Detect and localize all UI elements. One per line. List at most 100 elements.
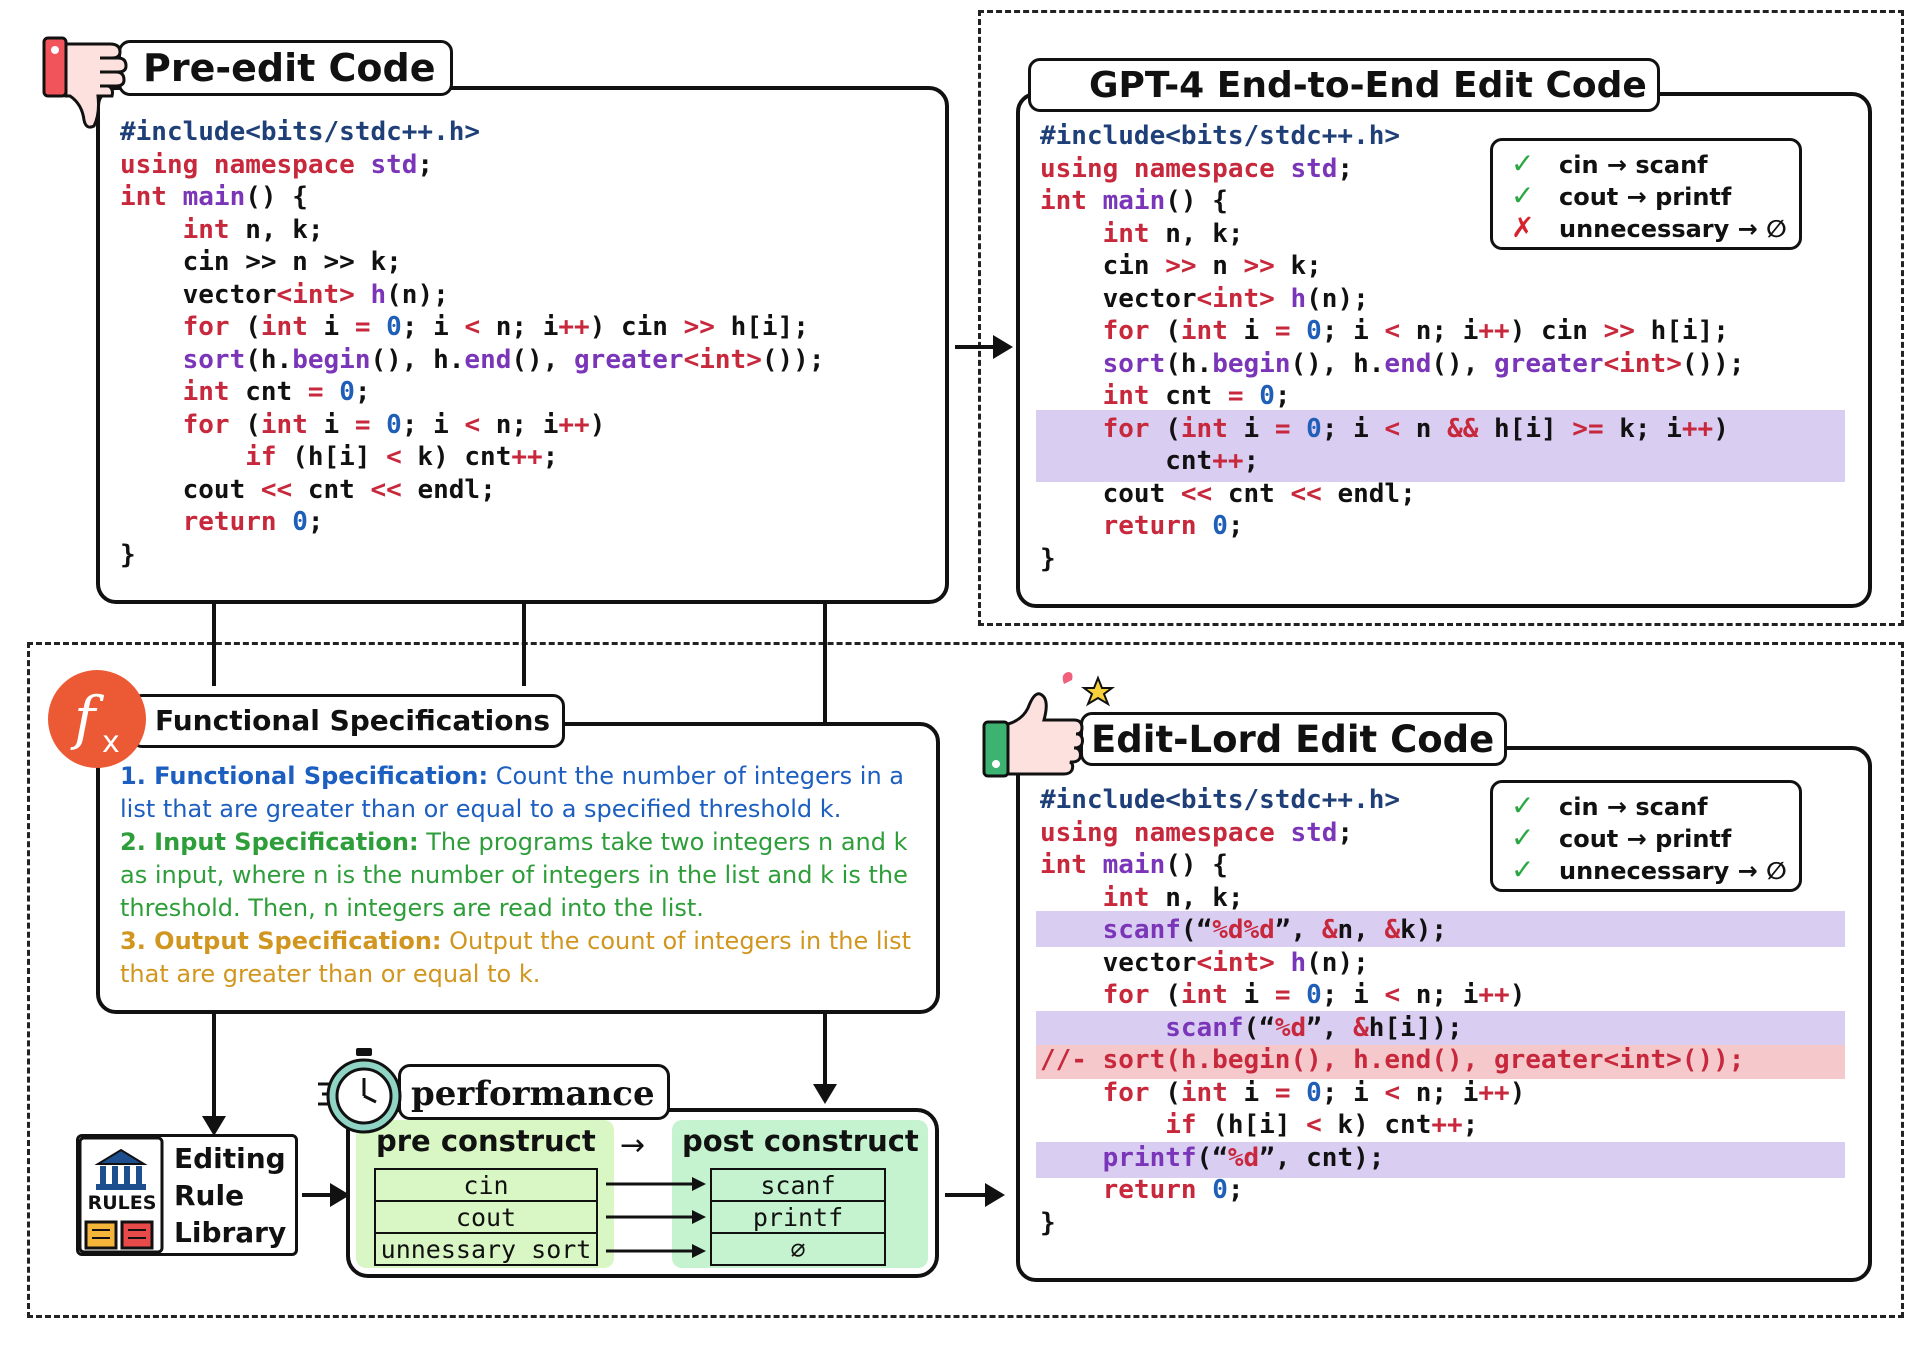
code-line: } xyxy=(120,539,136,570)
code-line: int n, k; xyxy=(1102,882,1244,913)
rule-library-line2: Rule xyxy=(174,1179,245,1212)
editlord-region xyxy=(27,642,1904,1318)
function-icon: f x xyxy=(48,670,146,768)
output-spec-label: 3. Output Specification: xyxy=(120,927,442,955)
code-line: cout << cnt << endl; xyxy=(1040,478,1416,509)
specs-text: 1. Functional Specification: Count the n… xyxy=(120,760,920,991)
editlord-code: #include<bits/stdc++.h>using namespace s… xyxy=(1040,784,1744,1239)
arrow-post-construct xyxy=(813,1084,837,1104)
editlord-highlight-sort-removed xyxy=(1036,1045,1845,1079)
code-line: vector<int> h(n); xyxy=(1040,947,1369,978)
rule-library-title: Editing Rule Library xyxy=(174,1140,286,1251)
code-line: for (int i = 0; i < n && h[i] >= k; i++) xyxy=(1102,413,1729,444)
rule-library-line1: Editing xyxy=(174,1142,286,1175)
arrow-gpt4 xyxy=(993,335,1013,359)
code-line: using namespace std; xyxy=(1040,153,1354,184)
pre-construct-table: cin cout unnessary sort xyxy=(374,1168,598,1266)
editlord-checklist: ✓ cin → scanf ✓ cout → printf ✓ unnecessary →… xyxy=(1490,780,1802,892)
checklist-text: cin → scanf xyxy=(1559,793,1708,821)
post-construct-title: post construct xyxy=(682,1124,919,1158)
pre-construct-cell: unnessary sort xyxy=(374,1232,598,1266)
gpt4-checklist: ✓ cin → scanf✓cout → printf✗unnecessary →… xyxy=(1490,138,1802,250)
check-icon: ✓ xyxy=(1511,853,1535,886)
gpt4-code: #include<bits/stdc++.h>using namespace s… xyxy=(1040,120,1745,575)
gpt4-highlight-loop xyxy=(1036,410,1845,482)
checklist-item: ✓cout → printf xyxy=(1511,181,1731,212)
code-line: if (h[i] < k) cnt++; xyxy=(1165,1110,1479,1140)
checklist-text: cin → scanf xyxy=(1559,151,1708,179)
performance-title: performance xyxy=(398,1064,670,1120)
pre-construct-title: pre construct xyxy=(376,1124,596,1158)
connector-pre-specs-1 xyxy=(212,604,216,686)
arrow-editlord xyxy=(985,1183,1005,1207)
pre-edit-panel xyxy=(96,86,949,604)
rules-book-icon xyxy=(78,1136,164,1254)
code-line: using namespace std; xyxy=(1040,817,1354,848)
code-line: int n, k; xyxy=(182,214,324,245)
functional-spec-label: 1. Functional Specification: xyxy=(120,762,489,790)
check-icon: ✓ xyxy=(1511,147,1535,180)
checklist-text: unnecessary → ∅ xyxy=(1559,857,1787,885)
rule-library-line3: Library xyxy=(174,1216,287,1249)
connector-specs-rules xyxy=(212,1012,216,1120)
pre-edit-code: #include<bits/stdc++.h>using namespace s… xyxy=(120,116,825,571)
code-line: int cnt = 0; xyxy=(1102,381,1291,411)
editlord-highlight-scanf1 xyxy=(1036,911,1845,947)
code-line: cnt++; xyxy=(1040,446,1260,476)
code-line: vector<int> h(n); xyxy=(120,279,449,310)
code-line: for (int i = 0; i < n; i++) cin >> h[i]; xyxy=(1102,316,1729,346)
editlord-highlight-scanf2 xyxy=(1036,1011,1845,1047)
checklist-item: ✗unnecessary → ∅ xyxy=(1511,213,1787,244)
thumbs-up-icon xyxy=(982,672,1115,778)
output-spec-text: Output the count of integers in the list… xyxy=(120,927,912,988)
code-line: return 0; xyxy=(1102,1175,1244,1205)
connector-pre-specs-2 xyxy=(522,604,526,686)
code-line: for (int i = 0; i < n; i++) xyxy=(1102,980,1526,1010)
post-construct-cell: printf xyxy=(710,1200,886,1234)
code-line: sort(h.begin(), h.end(), greater<int>())… xyxy=(1102,348,1745,379)
check-icon: ✓ xyxy=(1511,821,1535,854)
code-line: int main() { xyxy=(1040,186,1228,216)
post-construct-cell: scanf xyxy=(710,1168,886,1202)
code-line: //- sort(h.begin(), h.end(), greater<int… xyxy=(1040,1045,1745,1075)
check-icon: ✓ xyxy=(1511,789,1535,822)
code-line: return 0; xyxy=(182,507,324,537)
arrow-performance xyxy=(330,1183,350,1207)
checklist-item: ✓ cin → scanf xyxy=(1511,789,1708,822)
connector-performance-editlord xyxy=(945,1193,985,1197)
code-line: cin >> n >> k; xyxy=(120,247,402,277)
code-line: int n, k; xyxy=(1102,218,1244,249)
code-line: sort(h.begin(), h.end(), greater<int>())… xyxy=(182,344,825,375)
pre-post-arrow: → xyxy=(620,1128,646,1163)
checklist-item: ✓ cout → printf xyxy=(1511,821,1732,854)
code-line: int main() { xyxy=(120,182,308,212)
gpt4-region xyxy=(978,10,1904,626)
code-line: #include<bits/stdc++.h> xyxy=(1040,121,1401,151)
connector-rules-performance xyxy=(302,1193,332,1197)
code-line: scanf(“%d”, &h[i]); xyxy=(1165,1012,1463,1043)
stopwatch-icon xyxy=(318,1048,402,1134)
mapping-arrows xyxy=(606,1177,706,1258)
code-line: cin >> n >> k; xyxy=(1040,251,1322,281)
code-line: scanf(“%d%d”, &n, &k); xyxy=(1102,915,1448,945)
code-line: for (int i = 0; i < n; i++) cin >> h[i]; xyxy=(182,312,809,342)
pre-construct-cell: cin xyxy=(374,1168,598,1202)
code-line: return 0; xyxy=(1102,511,1244,541)
code-line: cout << cnt << endl; xyxy=(120,474,496,505)
specs-title: Functional Specifications xyxy=(130,694,566,748)
gpt4-title: GPT-4 End-to-End Edit Code xyxy=(1028,58,1660,112)
post-construct-table: scanf printf ∅ xyxy=(710,1168,886,1266)
code-line: #include<bits/stdc++.h> xyxy=(120,117,481,147)
pre-edit-title: Pre-edit Code xyxy=(118,40,453,96)
code-line: vector<int> h(n); xyxy=(1040,283,1369,314)
checklist-text: cout → printf xyxy=(1559,825,1732,853)
code-line: for (int i = 0; i < n; i++) xyxy=(182,409,606,440)
code-line: for (int i = 0; i < n; i++) xyxy=(1102,1077,1526,1108)
pre-construct-cell: cout xyxy=(374,1200,598,1234)
editlord-highlight-printf xyxy=(1036,1142,1845,1178)
editlord-title: Edit-Lord Edit Code xyxy=(1080,712,1508,766)
arrow-rules xyxy=(202,1116,226,1136)
code-line: #include<bits/stdc++.h> xyxy=(1040,785,1401,815)
input-spec-text: The programs take two integers n and k a… xyxy=(120,828,908,922)
code-line: int main() { xyxy=(1040,850,1228,880)
